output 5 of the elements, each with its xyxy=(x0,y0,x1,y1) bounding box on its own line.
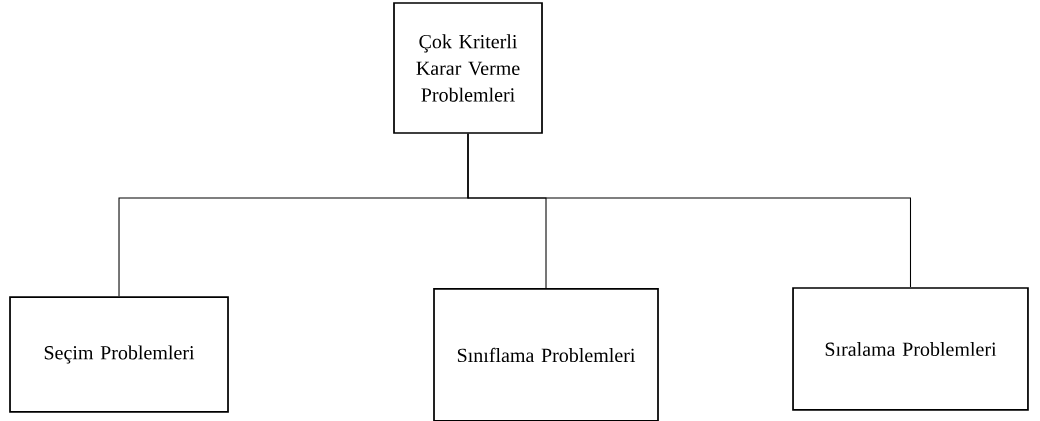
category-box: Sıralama Problemleri xyxy=(792,287,1029,411)
category-box: Sınıflama Problemleri xyxy=(433,288,659,421)
connector-line xyxy=(467,133,912,288)
category-box: Çok Kriterli Karar Verme Problemleri xyxy=(393,2,543,134)
category-box: Seçim Problemleri xyxy=(9,296,229,413)
